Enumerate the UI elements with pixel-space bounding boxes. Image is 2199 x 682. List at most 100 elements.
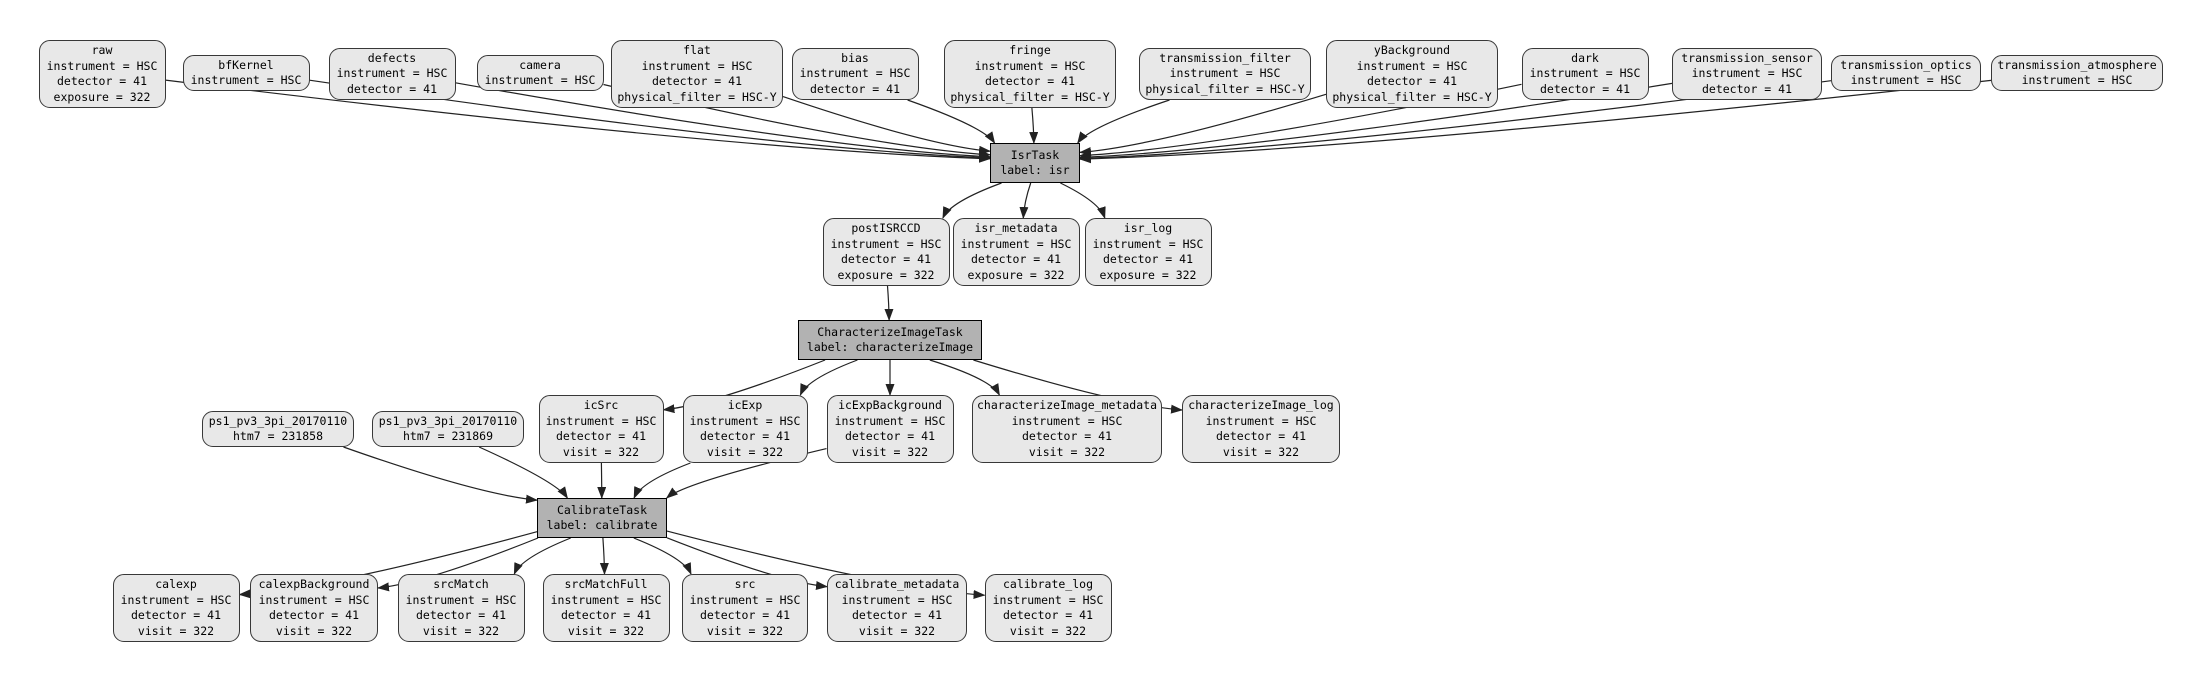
edge-characterizeImage-to-icExp [799,359,858,396]
node-title: defects [367,50,417,65]
node-attribute: instrument = HSC [336,66,448,81]
node-title: CalibrateTask [556,502,647,517]
node-title: calexpBackground [258,577,370,591]
node-attribute: detector = 41 [851,608,942,622]
node-attribute: instrument = HSC [1011,413,1123,428]
node-attribute: instrument = HSC [689,413,801,428]
edge-ps1_a-to-calibrate [343,446,538,504]
node-title: calibrate_log [1002,577,1093,591]
node-attribute: instrument = HSC [258,592,370,607]
node-title: icExpBackground [838,398,942,412]
node-attribute: exposure = 322 [53,89,151,104]
node-attribute: label: characterizeImage [806,340,974,354]
edge-icExp-to-calibrate [633,462,691,499]
node-title: isr_log [1123,221,1173,235]
node-attribute: instrument = HSC [799,66,911,81]
node-title: isr_metadata [974,221,1058,235]
node-title: calexp [155,577,197,591]
node-attribute: detector = 41 [1102,252,1193,266]
node-attribute: instrument = HSC [641,58,753,73]
node-title: bias [841,50,869,65]
node-attribute: instrument = HSC [960,236,1072,251]
node-attribute: visit = 322 [275,623,353,638]
node-attribute: visit = 322 [1009,623,1087,638]
node-title: transmission_atmosphere [1997,57,2157,72]
node-attribute: detector = 41 [699,429,790,443]
node-title: transmission_sensor [1681,50,1813,65]
node-attribute: label: calibrate [546,518,658,532]
node-attribute: instrument = HSC [1169,66,1281,81]
node-attribute: detector = 41 [1002,608,1093,622]
node-attribute: visit = 322 [858,623,936,638]
node-title: characterizeImage_log [1188,398,1334,412]
node-attribute: detector = 41 [268,608,359,622]
node-title: raw [91,43,113,57]
node-title: transmission_filter [1159,50,1291,65]
edge-yBackground-to-isr [1079,93,1327,157]
node-attribute: htm7 = 231858 [232,429,323,443]
edge-characterizeImage-to-icSrc [662,359,826,414]
node-attribute: detector = 41 [555,429,646,443]
edge-bias-to-isr [907,99,996,144]
edge-calibrate-to-srcMatchFull [599,537,609,575]
node-attribute: instrument = HSC [1356,58,1468,73]
edge-transmission_filter-to-isr [1077,99,1170,144]
node-attribute: instrument = HSC [1092,236,1204,251]
node-attribute: visit = 322 [567,623,645,638]
node-attribute: detector = 41 [840,252,931,266]
node-attribute: instrument = HSC [405,592,517,607]
edge-characterizeImage-to-characterizeImage_metadata [929,359,1000,396]
node-attribute: instrument = HSC [689,592,801,607]
node-title: characterizeImage_metadata [976,398,1157,412]
node-title: bfKernel [218,57,274,72]
node-title: src [734,577,756,591]
node-attribute: visit = 322 [137,623,215,638]
node-attribute: instrument = HSC [46,58,158,73]
node-attribute: detector = 41 [1215,429,1306,443]
node-title: flat [683,43,711,57]
edge-calibrate-to-srcMatch [513,537,571,575]
node-attribute: detector = 41 [844,429,935,443]
node-attribute: detector = 41 [984,74,1075,88]
node-title: IsrTask [1010,147,1060,162]
node-attribute: physical_filter = HSC-Y [950,89,1110,104]
edge-ps1_b-to-calibrate [478,446,568,499]
node-title: postISRCCD [851,221,921,235]
node-attribute: instrument = HSC [834,413,946,428]
node-attribute: detector = 41 [346,81,437,96]
node-attribute: instrument = HSC [545,413,657,428]
edge-calibrate-to-src [633,537,692,575]
node-attribute: visit = 322 [422,623,500,638]
node-attribute: detector = 41 [560,608,651,622]
node-title: ps1_pv3_3pi_20170110 [208,413,348,428]
edge-calibrate-to-calexpBackground [377,537,539,592]
edge-characterizeImage-to-characterizeImage_log [973,359,1183,414]
node-attribute: detector = 41 [651,74,742,88]
node-attribute: visit = 322 [562,444,640,459]
node-attribute: visit = 322 [706,444,784,459]
edge-raw-to-isr [165,79,991,163]
edge-calibrate-to-calibrate_metadata [666,537,828,590]
node-title: yBackground [1373,43,1451,57]
edge-fringe-to-isr [1029,107,1039,144]
edge-flat-to-isr [782,96,991,155]
